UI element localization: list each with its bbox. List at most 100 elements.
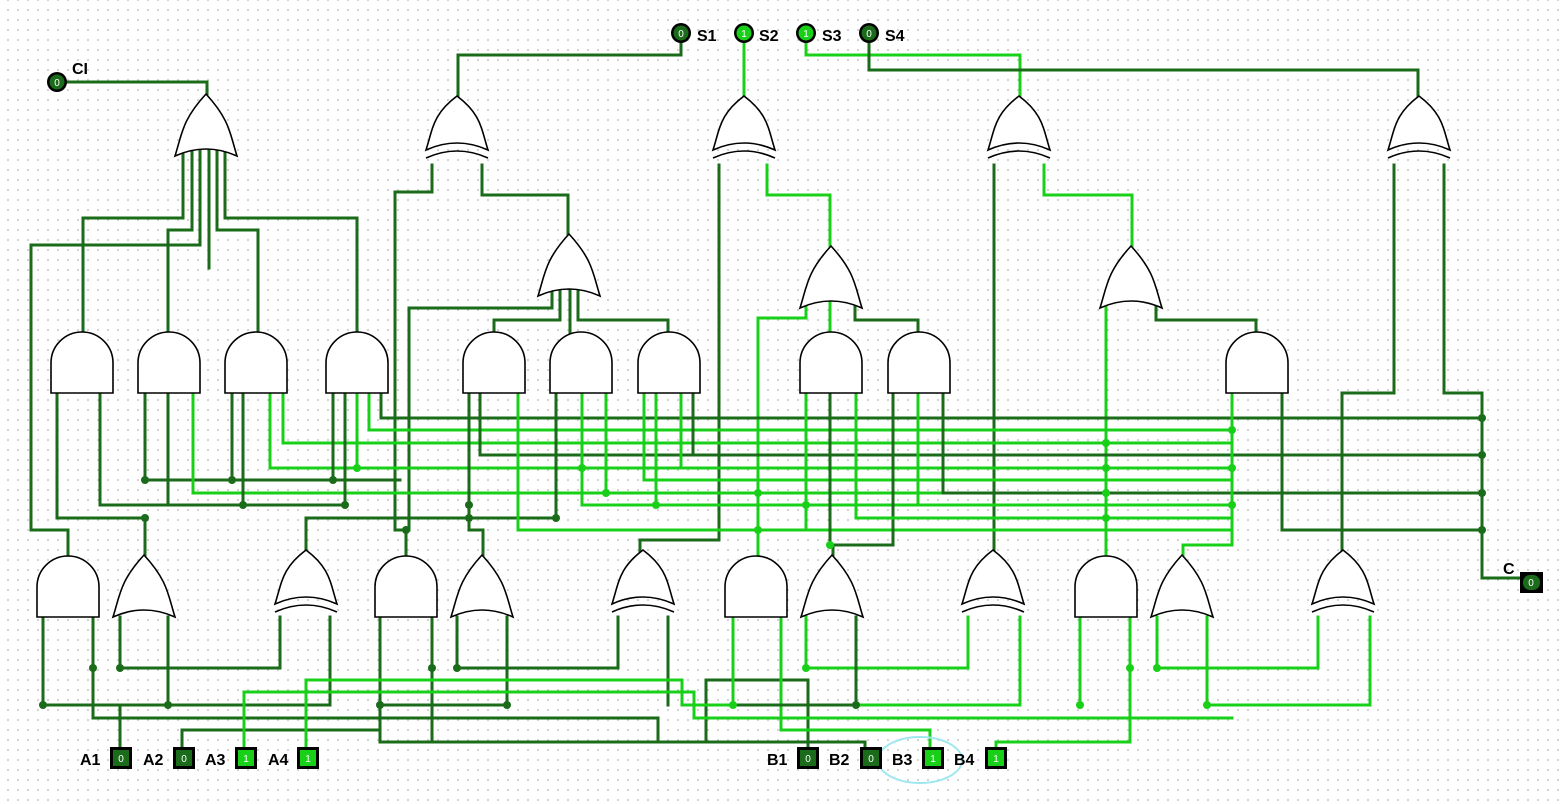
wire — [576, 288, 670, 335]
wire — [804, 615, 970, 670]
input-pin-a1[interactable]: 0 A1 — [80, 747, 132, 769]
output-pin-s3[interactable]: 1 S3 — [796, 23, 842, 45]
wire — [41, 615, 122, 749]
and-gate[interactable] — [724, 555, 788, 618]
xor-gate[interactable] — [1387, 95, 1451, 159]
wire — [65, 80, 209, 98]
input-pin-a4[interactable]: 1 A4 — [268, 747, 319, 769]
xor-gate[interactable] — [611, 549, 675, 613]
and-gate[interactable] — [137, 331, 201, 394]
input-pin-ci[interactable]: 0 CI — [47, 61, 88, 92]
or-gate[interactable] — [799, 245, 863, 309]
and-gate[interactable] — [325, 331, 389, 394]
xor-gate[interactable] — [1311, 549, 1375, 613]
wire-junction — [141, 514, 149, 522]
or-gate[interactable] — [800, 554, 864, 618]
output-label: S2 — [759, 28, 779, 45]
output-value: 1 — [803, 29, 809, 40]
wire-junction — [802, 501, 810, 509]
wire-junction — [1153, 664, 1161, 672]
input-pin-b3[interactable]: 1 B3 — [892, 747, 944, 769]
xor-gate[interactable] — [425, 95, 489, 159]
xor-gate[interactable] — [961, 549, 1025, 613]
wire — [516, 391, 1234, 532]
wire-junction — [1203, 701, 1211, 709]
wire — [118, 615, 282, 670]
wire — [478, 391, 1484, 457]
selection-highlight — [877, 736, 963, 784]
wire — [242, 690, 1234, 749]
input-value: 0 — [805, 754, 811, 765]
xor-gate[interactable] — [274, 549, 338, 613]
or-gate[interactable] — [450, 554, 514, 618]
wire — [367, 391, 1234, 432]
input-pin-a2[interactable]: 0 A2 — [143, 747, 195, 769]
and-gate[interactable] — [887, 331, 951, 394]
xor-gate[interactable] — [987, 95, 1051, 159]
wire — [1280, 391, 1484, 532]
wire-junction — [1478, 451, 1486, 459]
and-gate[interactable] — [224, 331, 288, 394]
and-gate[interactable] — [1074, 555, 1138, 618]
or-gate[interactable] — [537, 233, 601, 297]
wire-junction — [465, 501, 473, 509]
output-pin-c[interactable]: 0 C — [1503, 561, 1543, 593]
wire-junction — [89, 664, 97, 672]
input-pin-b4[interactable]: 1 B4 — [954, 747, 1007, 769]
output-label: S1 — [697, 28, 717, 45]
input-pin-b2[interactable]: 0 B2 — [829, 747, 882, 769]
input-label: A2 — [143, 752, 164, 769]
or-gate[interactable] — [1150, 554, 1214, 618]
input-pin-a3[interactable]: 1 A3 — [205, 747, 257, 769]
wire-junction — [1228, 426, 1236, 434]
wire-junction — [1478, 489, 1486, 497]
wire — [467, 503, 485, 557]
output-pin-s4[interactable]: 0 S4 — [859, 23, 905, 45]
input-label: B4 — [954, 752, 975, 769]
output-value: 0 — [678, 29, 684, 40]
and-gate[interactable] — [462, 331, 526, 394]
output-value: 1 — [741, 29, 747, 40]
input-label: CI — [72, 61, 88, 78]
wire — [379, 391, 1484, 420]
wire — [1205, 615, 1372, 707]
wire — [81, 148, 185, 335]
and-gate[interactable] — [36, 555, 100, 618]
wire-junction — [802, 664, 810, 672]
gates — [36, 93, 1451, 618]
and-gate[interactable] — [549, 331, 613, 394]
wire — [393, 163, 434, 562]
xor-gate[interactable] — [712, 95, 776, 159]
wire-junction — [239, 501, 247, 509]
wire-junction — [729, 701, 737, 709]
output-label: S3 — [822, 28, 842, 45]
wire-junction — [376, 701, 384, 709]
and-gate[interactable] — [50, 331, 114, 394]
wire-junction — [329, 476, 337, 484]
and-gate[interactable] — [1225, 331, 1289, 394]
wire-junction — [39, 701, 47, 709]
and-gate[interactable] — [799, 331, 863, 394]
output-pin-s2[interactable]: 1 S2 — [734, 23, 779, 45]
and-gate[interactable] — [637, 331, 701, 394]
or-gate[interactable] — [174, 93, 238, 157]
wire — [304, 516, 471, 552]
wire-junction — [341, 501, 349, 509]
wire — [1442, 163, 1522, 580]
wire — [853, 300, 920, 335]
input-pin-b1[interactable]: 0 B1 — [767, 747, 819, 769]
wire — [166, 391, 347, 507]
and-gate[interactable] — [374, 555, 438, 618]
wire-junction — [465, 514, 473, 522]
wire-junction — [428, 664, 436, 672]
wire — [166, 148, 194, 335]
wire-junction — [852, 701, 860, 709]
or-gate[interactable] — [1099, 245, 1163, 309]
wire — [378, 615, 810, 749]
output-label: S4 — [885, 28, 905, 45]
or-gate[interactable] — [112, 554, 176, 618]
wire — [304, 678, 735, 749]
wire-junction — [141, 476, 149, 484]
output-pin-s1[interactable]: 0 S1 — [671, 23, 717, 45]
